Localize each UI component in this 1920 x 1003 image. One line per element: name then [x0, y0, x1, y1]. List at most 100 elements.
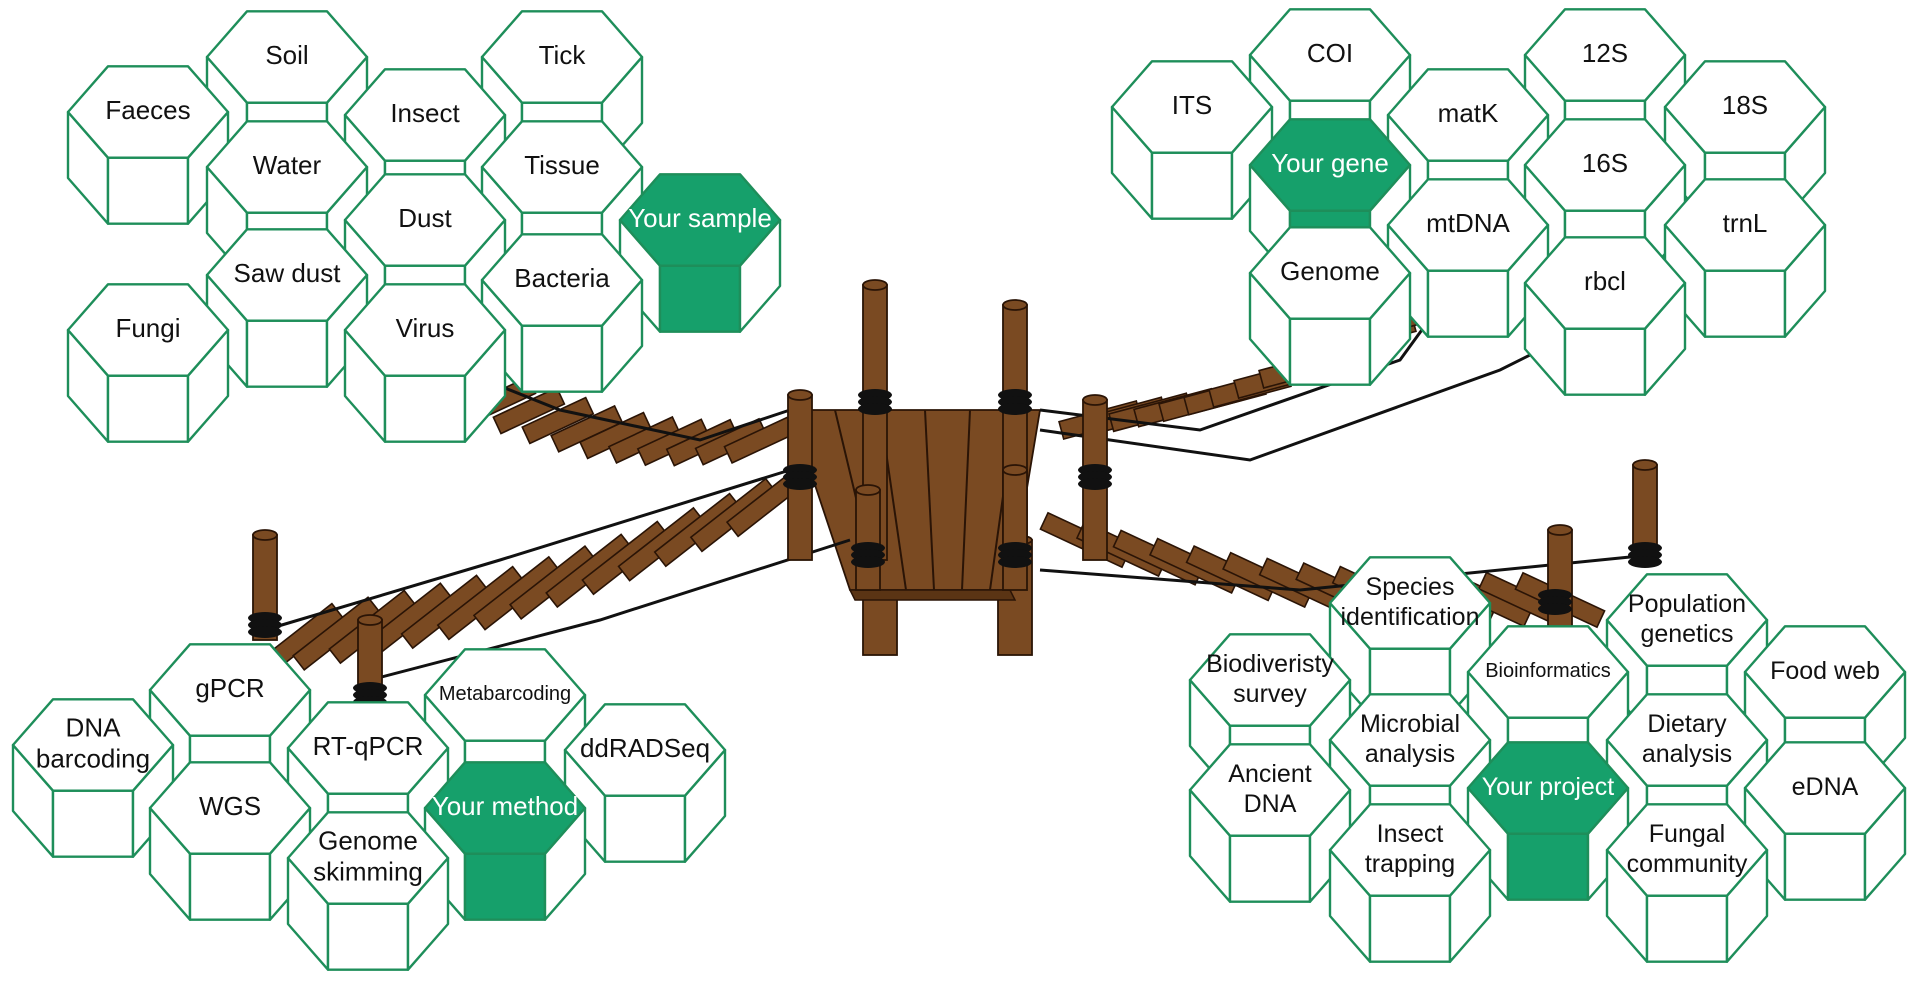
hex-label-rt-qpcr: RT-qPCR: [313, 731, 424, 761]
rope-clamp: [998, 542, 1032, 568]
hex-16s: 16S: [1523, 118, 1687, 212]
hex-label-your-project: Your project: [1482, 773, 1615, 801]
hex-prism-side: [1228, 834, 1312, 903]
hex-prism-side: [106, 156, 190, 225]
hex-rt-qpcr: RT-qPCR: [286, 701, 450, 795]
hex-label-your-sample: Your sample: [628, 203, 772, 233]
hex-coi: COI: [1248, 8, 1412, 102]
rope-clamp: [851, 542, 885, 568]
hex-label-gpcr: gPCR: [195, 673, 264, 703]
bridge-post: [1632, 459, 1658, 556]
hex-prism-side: [1506, 832, 1590, 901]
hex-prism-side: [1783, 832, 1867, 901]
bridge-plank: [521, 396, 595, 445]
hex-label-18s: 18S: [1722, 90, 1768, 120]
hex-edna: eDNA: [1743, 741, 1907, 835]
bridge-post: [855, 484, 881, 591]
hex-label-its: ITS: [1172, 90, 1212, 120]
hex-label-food-web: Food web: [1770, 657, 1880, 685]
hex-label-mtdna: mtDNA: [1426, 208, 1510, 238]
hex-rbcl: rbcl: [1523, 236, 1687, 330]
bridge-post: [1002, 464, 1028, 591]
hex-prism-side: [1703, 269, 1787, 338]
hex-your-sample: Your sample: [618, 173, 782, 267]
hex-trnl: trnL: [1663, 178, 1827, 272]
hex-faeces: Faeces: [66, 65, 230, 159]
hex-prism-side: [245, 319, 329, 388]
hex-prism-side: [603, 794, 687, 863]
hex-soil: Soil: [205, 10, 369, 104]
hex-tick: Tick: [480, 10, 644, 104]
hex-fungi: Fungi: [66, 283, 230, 377]
hex-label-ddradseq: ddRADSeq: [580, 733, 710, 763]
hex-label-dust: Dust: [398, 203, 452, 233]
hex-prism-side: [326, 902, 410, 971]
hex-mtdna: mtDNA: [1386, 178, 1550, 272]
hex-metabarcoding: Metabarcoding: [423, 648, 587, 742]
hex-food-web: Food web: [1743, 625, 1907, 719]
rope-clamp: [1538, 589, 1572, 615]
hex-prism-side: [520, 324, 604, 393]
hex-your-gene: Your gene: [1248, 118, 1412, 212]
hex-water: Water: [205, 120, 369, 214]
hex-insect: Insect: [343, 68, 507, 162]
hex-label-soil: Soil: [265, 40, 308, 70]
bridge-rope: [459, 368, 791, 442]
hex-matk: matK: [1386, 68, 1550, 162]
hex-prism-side: [658, 264, 742, 333]
bridge-plank: [492, 386, 566, 435]
hex-prism-side: [188, 852, 272, 921]
hex-label-virus: Virus: [396, 313, 455, 343]
hex-label-saw-dust: Saw dust: [234, 258, 342, 288]
hex-label-wgs: WGS: [199, 791, 261, 821]
hex-bacteria: Bacteria: [480, 233, 644, 327]
hex-bioinformatics: Bioinformatics: [1466, 625, 1630, 719]
hex-your-project: Your project: [1466, 741, 1630, 835]
hex-label-trnl: trnL: [1723, 208, 1768, 238]
hex-prism-side: [1645, 894, 1729, 963]
gene-hex-cluster: COI 12S ITS matK 18S Your gene 16S mtDNA trnL Gen…: [1110, 8, 1827, 396]
rope-clamp: [783, 464, 817, 490]
rope-clamp: [248, 612, 282, 638]
bridge-rope: [1039, 553, 1651, 592]
hex-its: ITS: [1110, 60, 1274, 154]
hex-prism-side: [1563, 327, 1647, 396]
hex-label-16s: 16S: [1582, 148, 1628, 178]
hex-tissue: Tissue: [480, 120, 644, 214]
hex-prism-side: [1288, 317, 1372, 386]
hex-dust: Dust: [343, 173, 507, 267]
hex-label-faeces: Faeces: [105, 95, 190, 125]
hex-label-rbcl: rbcl: [1584, 266, 1626, 296]
hex-genome: Genome: [1248, 226, 1412, 320]
hex-label-metabarcoding: Metabarcoding: [439, 683, 571, 705]
hex-virus: Virus: [343, 283, 507, 377]
hex-prism-side: [463, 852, 547, 921]
rope-clamp: [1628, 542, 1662, 568]
hex-label-coi: COI: [1307, 38, 1353, 68]
hex-label-matk: matK: [1438, 98, 1499, 128]
hex-label-12s: 12S: [1582, 38, 1628, 68]
hex-ddradseq: ddRADSeq: [563, 703, 727, 797]
rope-clamp: [1078, 464, 1112, 490]
hex-wgs: WGS: [148, 761, 312, 855]
hex-prism-side: [51, 789, 135, 858]
hex-gpcr: gPCR: [148, 643, 312, 737]
